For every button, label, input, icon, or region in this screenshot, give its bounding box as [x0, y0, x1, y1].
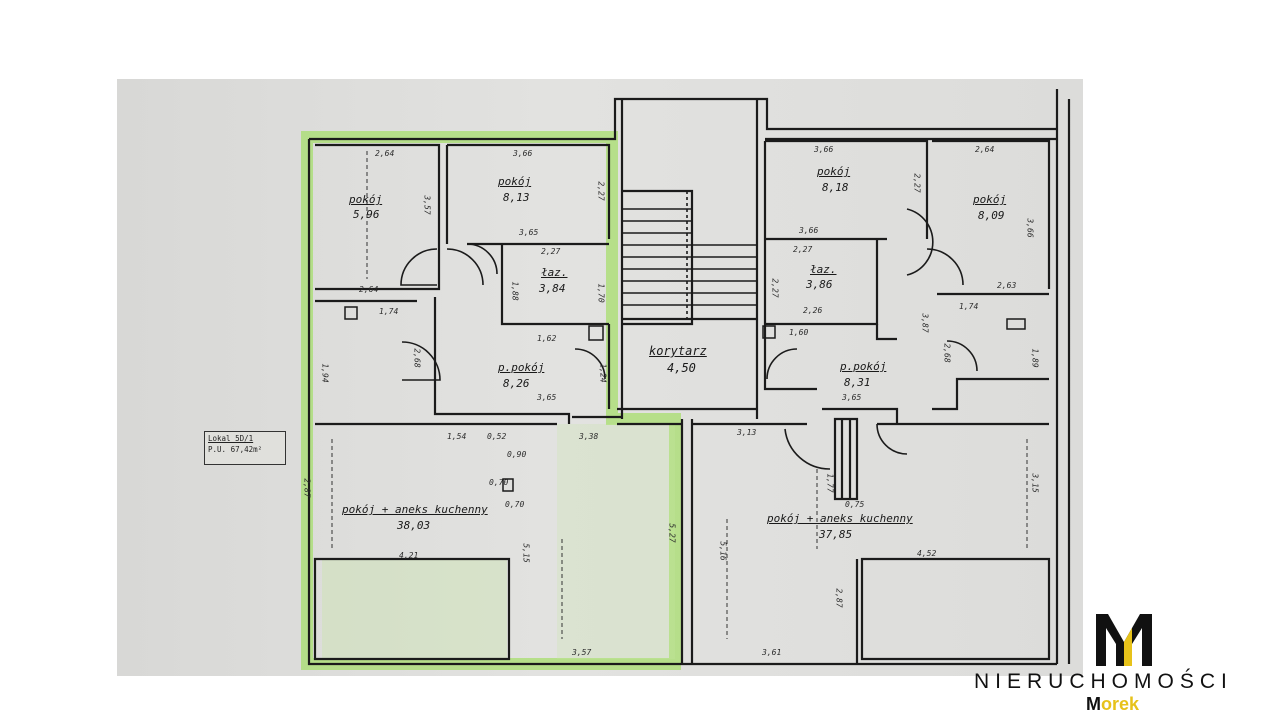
walls: [307, 89, 1071, 666]
logo-subname: Morek: [1086, 694, 1139, 715]
dimension-label-vertical: 5,27: [667, 523, 677, 543]
dimension-label: 2,64: [359, 285, 379, 294]
dimension-label: 0,70: [489, 478, 509, 487]
dimension-label-vertical: 2,68: [942, 343, 952, 363]
dimension-lines: [331, 151, 1028, 639]
dimension-label: 2,27: [541, 247, 561, 256]
room-area-pokoj-2: 8,13: [503, 191, 530, 204]
room-area-pokoj-4: 8,09: [978, 209, 1005, 222]
dimension-label: 2,64: [375, 149, 395, 158]
dimension-label: 1,54: [447, 432, 467, 441]
dimension-label: 2,64: [975, 145, 995, 154]
dimension-label: 3,65: [537, 393, 557, 402]
room-area-lazienka-2: 3,86: [806, 278, 833, 291]
dimension-label: 0,90: [507, 450, 527, 459]
dimension-label-vertical: 3,15: [1030, 473, 1040, 493]
dimension-label: 0,75: [845, 500, 865, 509]
room-name-przedpokoj-1: p.pokój: [498, 361, 545, 374]
dimension-label: 3,66: [814, 145, 834, 154]
dimension-label: 3,66: [799, 226, 819, 235]
room-area-pokoj-3: 8,18: [822, 181, 849, 194]
logo-wordmark: NIERUCHOMOŚCI: [974, 670, 1233, 693]
room-name-pokoj-4: pokój: [973, 193, 1007, 206]
dimension-label-vertical: 3,66: [1025, 218, 1035, 238]
dimension-label-vertical: 2,27: [770, 278, 780, 298]
dimension-label: 3,61: [762, 648, 782, 657]
dimension-label: 1,62: [537, 334, 557, 343]
room-area-przedpokoj-2: 8,31: [844, 376, 871, 389]
dimension-label-vertical: 1,70: [596, 283, 606, 303]
logo-sub-initial: M: [1086, 694, 1101, 714]
dimension-label: 2,27: [793, 245, 813, 254]
dimension-label: 3,65: [519, 228, 539, 237]
dimension-label-vertical: 2,27: [912, 173, 922, 193]
dimension-label-vertical: 2,27: [596, 181, 606, 201]
room-area-przedpokoj-1: 8,26: [503, 377, 530, 390]
dimension-label: 2,26: [803, 306, 823, 315]
room-area-lazienka-1: 3,84: [539, 282, 566, 295]
room-name-przedpokoj-2: p.pokój: [840, 360, 887, 373]
dimension-label: 1,74: [959, 302, 979, 311]
floor-plan-scan: pokój 5,96 pokój 8,13 łaz. 3,84 p.pokój …: [117, 79, 1083, 676]
dimension-label: 1,74: [379, 307, 399, 316]
dimension-label: 3,66: [513, 149, 533, 158]
room-area-salon-2: 37,85: [819, 528, 853, 541]
dimension-label-vertical: 2,87: [834, 588, 844, 608]
dimension-label: 4,52: [917, 549, 937, 558]
dimension-label: 1,60: [789, 328, 809, 337]
dimension-label: 3,65: [842, 393, 862, 402]
apartment-highlight: [301, 131, 681, 670]
room-name-korytarz: korytarz: [649, 344, 707, 358]
dimension-label-vertical: 2,68: [412, 348, 422, 368]
dimension-label: 3,57: [572, 648, 592, 657]
dimension-label-vertical: 1,89: [1030, 348, 1040, 368]
room-name-salon-2: pokój + aneks kuchenny: [767, 512, 913, 525]
dimension-label: 0,70: [505, 500, 525, 509]
dimension-label-vertical: 1,94: [320, 363, 330, 383]
dimension-label: 4,21: [399, 551, 419, 560]
dimension-label: 0,52: [487, 432, 507, 441]
dimension-label-vertical: 3,87: [920, 313, 930, 333]
room-name-lazienka-1: łaz.: [541, 266, 568, 279]
room-area-korytarz: 4,50: [667, 361, 696, 375]
room-name-pokoj-3: pokój: [817, 165, 851, 178]
dimension-label: 3,38: [579, 432, 599, 441]
room-name-salon-1: pokój + aneks kuchenny: [342, 503, 488, 516]
room-area-salon-1: 38,03: [397, 519, 431, 532]
unit-info-box: Lokal 5D/1 P.U. 67,42m²: [204, 431, 286, 465]
dimension-label: 3,13: [737, 428, 757, 437]
unit-area: P.U. 67,42m²: [208, 444, 263, 454]
dimension-label-vertical: 1,77: [825, 473, 835, 493]
room-name-pokoj-1: pokój: [349, 193, 383, 206]
dimension-label-vertical: 5,16: [718, 541, 728, 561]
dimension-label-vertical: 1,24: [598, 363, 608, 383]
room-name-pokoj-2: pokój: [498, 175, 532, 188]
unit-number: Lokal 5D/1: [208, 434, 254, 443]
floor-plan-drawing: [301, 89, 1071, 670]
dimension-label-vertical: 2,87: [302, 478, 312, 498]
company-logo: NIERUCHOMOŚCI Morek: [970, 612, 1270, 718]
dimension-label-vertical: 1,88: [510, 281, 520, 301]
dimension-label-vertical: 3,57: [422, 195, 432, 215]
stairs: [622, 191, 757, 324]
room-area-pokoj-1: 5,96: [353, 208, 380, 221]
room-name-lazienka-2: łaz.: [810, 263, 837, 276]
dimension-label-vertical: 5,15: [521, 543, 531, 563]
logo-m-icon: [1096, 614, 1152, 666]
logo-sub-rest: orek: [1101, 694, 1140, 714]
dimension-label: 2,63: [997, 281, 1017, 290]
door-swings: [400, 208, 978, 470]
